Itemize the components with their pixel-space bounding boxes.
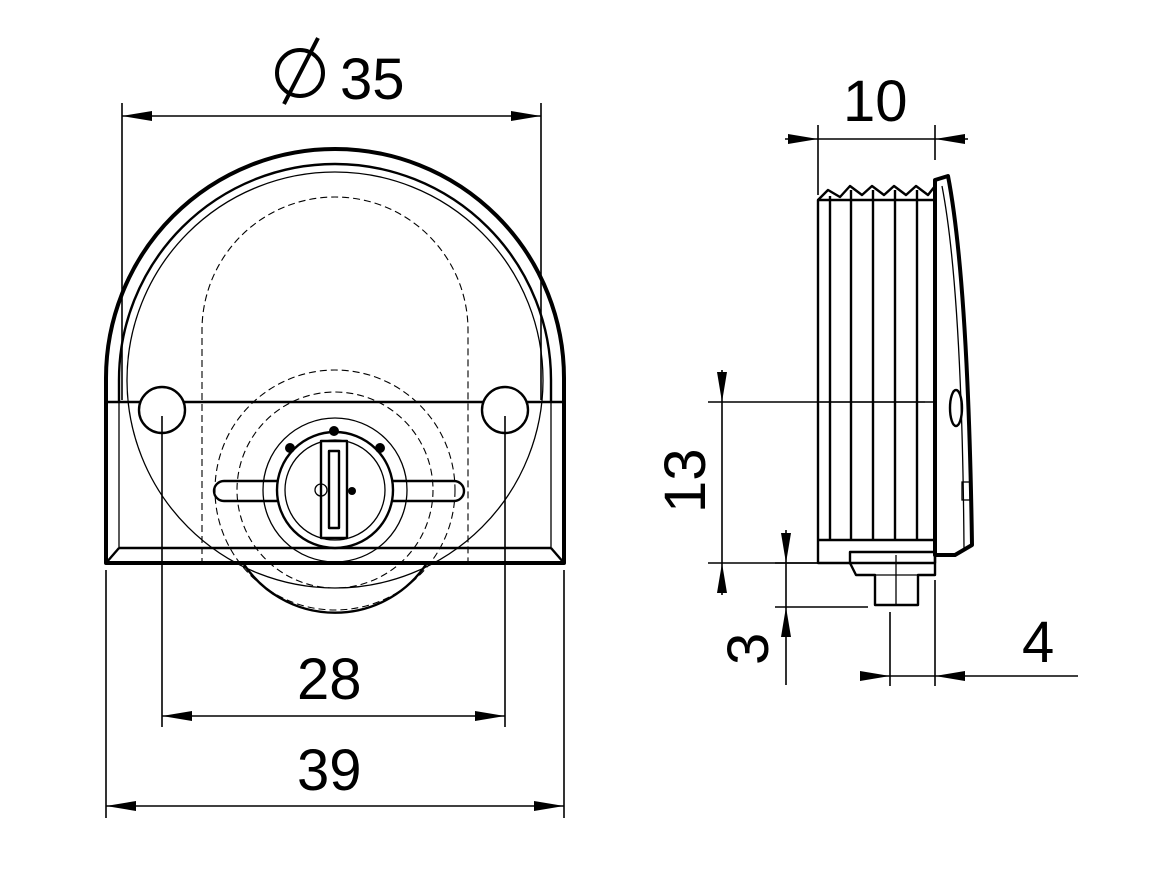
diameter-label: 35: [340, 47, 405, 112]
pin-dot: [329, 426, 339, 436]
front-cylinder-lower-arc: [241, 562, 429, 614]
front-hidden-circle-inner: [236, 391, 434, 589]
overall-width-label: 39: [297, 738, 362, 803]
hole-spacing-label: 28: [297, 647, 362, 712]
depth-label: 10: [843, 69, 908, 134]
diameter-symbol: [275, 37, 325, 105]
side-keyhole: [948, 388, 964, 428]
front-hidden-profile: [201, 196, 469, 565]
side-serrations: [817, 184, 936, 201]
offset-label: 4: [1022, 610, 1054, 675]
side-cylinder-step: [848, 550, 937, 607]
front-body-outline: [104, 147, 566, 565]
step-label: 3: [716, 633, 781, 665]
front-inner-ring: [126, 171, 544, 589]
front-dimensions: 35 28 39: [105, 37, 565, 818]
front-cylinder-ring: [262, 417, 408, 563]
front-dome-bevel: [117, 162, 553, 402]
side-front-plate: [933, 174, 974, 557]
key-slot: [319, 439, 349, 540]
front-view: [104, 147, 566, 614]
side-dimensions: 10 13 3 4: [653, 69, 1078, 686]
pin-dot: [348, 487, 356, 495]
pin-dot: [375, 443, 385, 453]
side-view: [816, 174, 974, 607]
pin-dot: [285, 443, 295, 453]
height-label: 13: [653, 448, 718, 513]
